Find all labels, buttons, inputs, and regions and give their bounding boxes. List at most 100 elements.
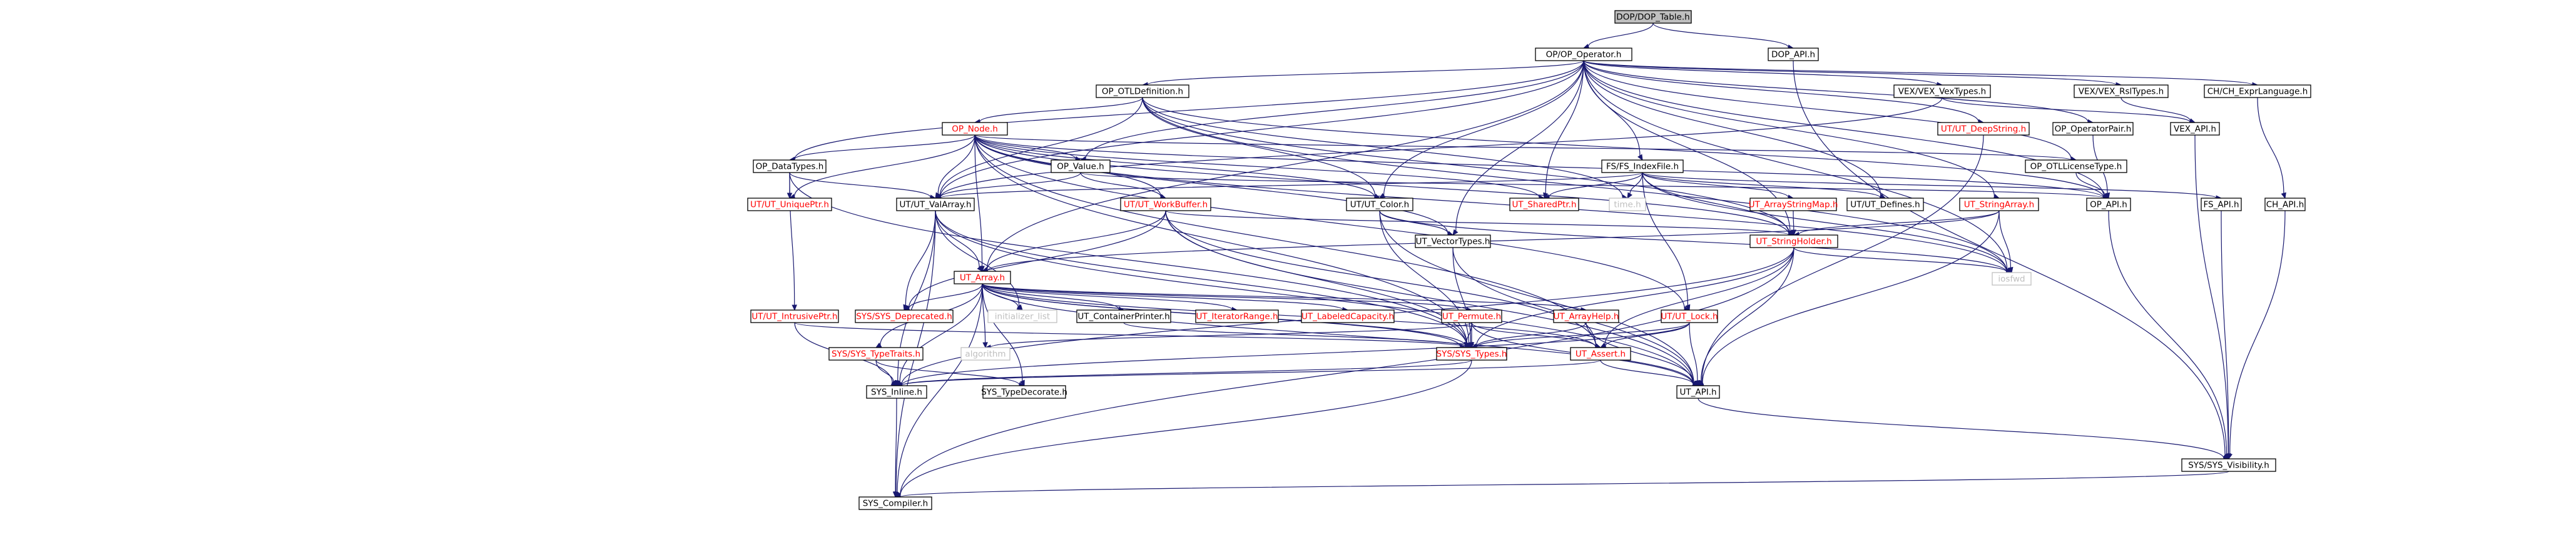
edge-line <box>1583 60 1995 197</box>
node-sys-inline[interactable]: SYS_Inline.h <box>866 385 927 399</box>
edge-line <box>982 283 1019 308</box>
node-ut-sharedptr[interactable]: UT_SharedPtr.h <box>1509 198 1579 211</box>
node-box <box>1937 122 2030 136</box>
node-ut-arraystringmap[interactable]: UT_ArrayStringMap.h <box>1749 198 1838 211</box>
node-label: UT/UT_Color.h <box>1350 200 1409 210</box>
edge-OP_Operator-to-OP_OperatorPair <box>1583 60 2094 125</box>
node-ut-containerprinter[interactable]: UT_ContainerPrinter.h <box>1076 309 1171 323</box>
edge-arrowhead <box>1791 229 1797 236</box>
node-op-datatypes[interactable]: OP_DataTypes.h <box>753 159 827 173</box>
node-ut-iteratorrange[interactable]: UT_IteratorRange.h <box>1195 309 1279 323</box>
edge-line <box>1383 60 1584 196</box>
node-sys-types[interactable]: SYS/SYS_Types.h <box>1436 347 1507 361</box>
node-op-value[interactable]: OP_Value.h <box>1051 159 1111 173</box>
node-ut-labeledcapacity[interactable]: UT_LabeledCapacity.h <box>1301 309 1395 323</box>
edge-line <box>982 283 1596 348</box>
edge-UT_Array-to-UT_API <box>982 283 1699 388</box>
edge-arrowhead <box>1016 304 1024 311</box>
node-op-operatorpair[interactable]: OP_OperatorPair.h <box>2052 122 2134 136</box>
edge-line <box>935 210 1467 347</box>
node-box <box>858 496 932 510</box>
edge-OP_DataTypes-to-UT_IntrusivePtr <box>789 172 797 311</box>
node-box <box>1676 385 1720 399</box>
edge-SYS_Types-to-SYS_Compiler <box>894 359 1472 499</box>
edge-OP_Node-to-UT_UniquePtr <box>788 134 975 199</box>
edge-OP_Value-to-UT_ValArray <box>934 172 1081 200</box>
node-ut-api[interactable]: UT_API.h <box>1676 385 1720 399</box>
node-vex-rsltypes[interactable]: VEX/VEX_RslTypes.h <box>2074 84 2169 98</box>
node-op-api[interactable]: OP_API.h <box>2086 198 2131 211</box>
node-ut-array[interactable]: UT_Array.h <box>954 271 1011 284</box>
edge-UT_StringArray-to-UT_API <box>1697 210 2000 386</box>
node-ut-lock[interactable]: UT/UT_Lock.h <box>1661 309 1718 323</box>
edge-SYS_TypeTraits-to-SYS_Inline <box>875 359 897 386</box>
edge-line <box>986 60 1584 270</box>
node-op-otllicensetype[interactable]: OP_OTLLicenseType.h <box>2025 159 2127 173</box>
node-op-operator[interactable]: OP/OP_Operator.h <box>1535 48 1632 61</box>
node-op-otldefinition[interactable]: OP_OTLDefinition.h <box>1096 84 1189 98</box>
node-ut-intrusiveptr[interactable]: UT/UT_IntrusivePtr.h <box>750 309 839 323</box>
edge-line <box>982 283 1233 310</box>
node-sys-typedecorate[interactable]: SYS_TypeDecorate.h <box>981 385 1067 399</box>
node-vex-api[interactable]: VEX_API.h <box>2170 122 2220 136</box>
node-box <box>1415 234 1491 248</box>
edge-line <box>2221 210 2229 454</box>
node-ut-deepstring[interactable]: UT/UT_DeepString.h <box>1937 122 2030 136</box>
node-sys-typetraits[interactable]: SYS/SYS_TypeTraits.h <box>828 347 924 361</box>
edge-line <box>1583 60 2008 271</box>
node-label: UT_API.h <box>1679 388 1716 398</box>
edge-line <box>1142 97 1376 196</box>
node-ut-workbuffer[interactable]: UT/UT_WorkBuffer.h <box>1120 198 1211 211</box>
node-ut-permute[interactable]: UT_Permute.h <box>1441 309 1502 323</box>
node-ch-exprlanguage[interactable]: CH/CH_ExprLanguage.h <box>2204 84 2311 98</box>
edge-line <box>789 172 931 198</box>
edge-line <box>1545 60 1584 194</box>
node-sys-deprecated[interactable]: SYS/SYS_Deprecated.h <box>855 309 954 323</box>
node-ch-api[interactable]: CH_API.h <box>2264 198 2306 211</box>
edge-CH_API-to-SYS_Visibility <box>2227 210 2286 460</box>
edge-line <box>986 210 1166 270</box>
edge-line <box>1642 172 1789 198</box>
node-box <box>1959 198 2039 211</box>
node-sys-compiler[interactable]: SYS_Compiler.h <box>858 496 932 510</box>
node-vex-vextypes[interactable]: VEX/VEX_VexTypes.h <box>1893 84 1991 98</box>
edge-UT_Array-to-SYS_Deprecated <box>903 283 983 311</box>
edge-line <box>982 283 1023 381</box>
edge-UT_Array-to-SYS_TypeDecorate <box>982 283 1025 387</box>
node-ut-valarray[interactable]: UT/UT_ValArray.h <box>896 198 975 211</box>
edge-arrowhead <box>982 342 988 349</box>
node-dop-api[interactable]: DOP_API.h <box>1768 48 1819 61</box>
node-op-node[interactable]: OP_Node.h <box>942 122 1008 136</box>
node-ut-arrayhelp[interactable]: UT_ArrayHelp.h <box>1553 309 1619 323</box>
node-sys-visibility[interactable]: SYS/SYS_Visibility.h <box>2181 458 2276 472</box>
edge-VEX_VexTypes-to-UT_ValArray <box>934 97 1943 201</box>
node-label: UT_Assert.h <box>1576 349 1626 359</box>
node-ut-stringholder[interactable]: UT_StringHolder.h <box>1749 234 1838 248</box>
edge-line <box>875 359 1020 385</box>
node-ut-color[interactable]: UT/UT_Color.h <box>1346 198 1413 211</box>
node-label: initializer_list <box>995 312 1050 322</box>
node-ut-assert[interactable]: UT_Assert.h <box>1570 347 1631 361</box>
edge-line <box>897 283 983 493</box>
edge-arrowhead <box>891 379 897 386</box>
node-ut-vectortypes[interactable]: UT_VectorTypes.h <box>1415 234 1491 248</box>
node-label: UT_VectorTypes.h <box>1416 237 1490 247</box>
edge-OP_Node-to-OP_OTLLicenseType <box>974 134 2077 163</box>
node-label: SYS_Inline.h <box>871 388 922 398</box>
edge-line <box>1600 359 1694 385</box>
node-ut-defines[interactable]: UT/UT_Defines.h <box>1846 198 1924 211</box>
node-box <box>2170 122 2220 136</box>
node-label: SYS/SYS_Types.h <box>1437 349 1507 359</box>
node-ut-uniqueptr[interactable]: UT/UT_UniquePtr.h <box>747 198 832 211</box>
edge-arrowhead <box>1464 341 1470 349</box>
edge-UT_ValArray-to-UT_Array <box>935 210 983 272</box>
edge-arrowhead <box>2226 453 2232 460</box>
node-box <box>828 347 924 361</box>
node-fs-api[interactable]: FS_API.h <box>2201 198 2242 211</box>
edge-line <box>974 134 1685 309</box>
edge-line <box>908 283 983 309</box>
node-ut-stringarray[interactable]: UT_StringArray.h <box>1959 198 2039 211</box>
node-fs-indexfile[interactable]: FS/FS_IndexFile.h <box>1601 159 1684 173</box>
node-label: UT_LabeledCapacity.h <box>1301 312 1394 322</box>
edge-line <box>1701 134 1984 383</box>
